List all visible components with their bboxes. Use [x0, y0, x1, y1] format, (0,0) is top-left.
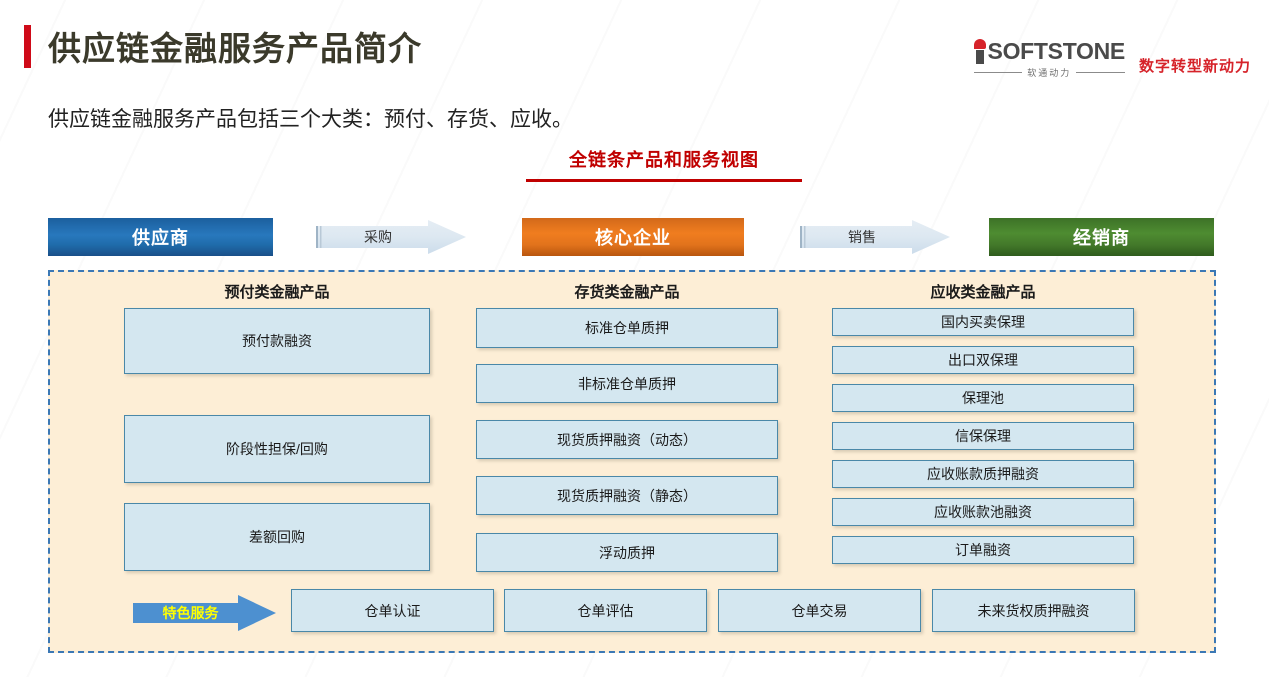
special-services-label: 特色服务 — [162, 605, 219, 621]
logo-row: SOFTSTONE — [973, 38, 1126, 65]
product-box[interactable]: 保理池 — [832, 384, 1134, 412]
arrow-right-icon — [800, 220, 950, 254]
product-box[interactable]: 信保保理 — [832, 422, 1134, 450]
logo-rule-left — [973, 72, 1023, 73]
company-logo: SOFTSTONE 软通动力 数字转型新动力 — [973, 38, 1251, 79]
title-accent-bar — [24, 24, 31, 68]
logo-chinese-name: 软通动力 — [1027, 68, 1072, 78]
arrow-right-icon — [133, 595, 276, 631]
page-subtitle: 供应链金融服务产品包括三个大类：预付、存货、应收。 — [48, 108, 573, 131]
product-box[interactable]: 订单融资 — [832, 536, 1134, 564]
logo-subline: 软通动力 — [973, 66, 1125, 79]
flow-arrow-procurement-label: 采购 — [364, 229, 392, 245]
product-box[interactable]: 应收账款池融资 — [832, 498, 1134, 526]
logo-wordmark: SOFTSTONE — [987, 38, 1126, 64]
product-box[interactable]: 现货质押融资（动态） — [476, 420, 778, 459]
logo-main: SOFTSTONE 软通动力 — [973, 38, 1126, 79]
service-box[interactable]: 仓单评估 — [504, 589, 707, 632]
product-box[interactable]: 应收账款质押融资 — [832, 460, 1134, 488]
column-heading-receivable: 应收类金融产品 — [930, 284, 1036, 301]
arrow-right-icon — [316, 220, 466, 254]
column-heading-prepay: 预付类金融产品 — [224, 284, 330, 301]
flow-arrow-sales-label: 销售 — [848, 229, 876, 245]
column-heading-inventory: 存货类金融产品 — [574, 284, 680, 301]
chain-node-supplier: 供应商 — [48, 218, 273, 256]
chain-node-dealer: 经销商 — [989, 218, 1214, 256]
product-box[interactable]: 浮动质押 — [476, 533, 778, 572]
section-heading-text: 全链条产品和服务视图 — [569, 150, 759, 170]
flow-arrow-sales: 销售 — [800, 220, 950, 254]
chain-node-dealer-label: 经销商 — [1073, 228, 1130, 248]
service-box[interactable]: 仓单认证 — [291, 589, 494, 632]
product-box[interactable]: 出口双保理 — [832, 346, 1134, 374]
isoftstone-mark-icon — [973, 39, 987, 64]
section-heading: 全链条产品和服务视图 — [526, 146, 802, 182]
product-box[interactable]: 预付款融资 — [124, 308, 430, 374]
chain-node-supplier-label: 供应商 — [132, 228, 189, 248]
product-box[interactable]: 现货质押融资（静态） — [476, 476, 778, 515]
product-box[interactable]: 非标准仓单质押 — [476, 364, 778, 403]
page-title: 供应链金融服务产品简介 — [48, 30, 422, 67]
product-box[interactable]: 阶段性担保/回购 — [124, 415, 430, 483]
logo-rule-right — [1076, 72, 1125, 73]
service-box[interactable]: 未来货权质押融资 — [932, 589, 1135, 632]
section-heading-underline — [526, 179, 802, 182]
flow-arrow-procurement: 采购 — [316, 220, 466, 254]
special-services-arrow: 特色服务 — [133, 595, 276, 631]
page-title-bar: 供应链金融服务产品简介 — [24, 22, 422, 70]
product-box[interactable]: 标准仓单质押 — [476, 308, 778, 348]
chain-node-core-label: 核心企业 — [595, 228, 671, 248]
chain-node-core-enterprise: 核心企业 — [522, 218, 744, 256]
product-box[interactable]: 国内买卖保理 — [832, 308, 1134, 336]
product-box[interactable]: 差额回购 — [124, 503, 430, 571]
logo-tagline: 数字转型新动力 — [1138, 58, 1251, 75]
service-box[interactable]: 仓单交易 — [718, 589, 921, 632]
